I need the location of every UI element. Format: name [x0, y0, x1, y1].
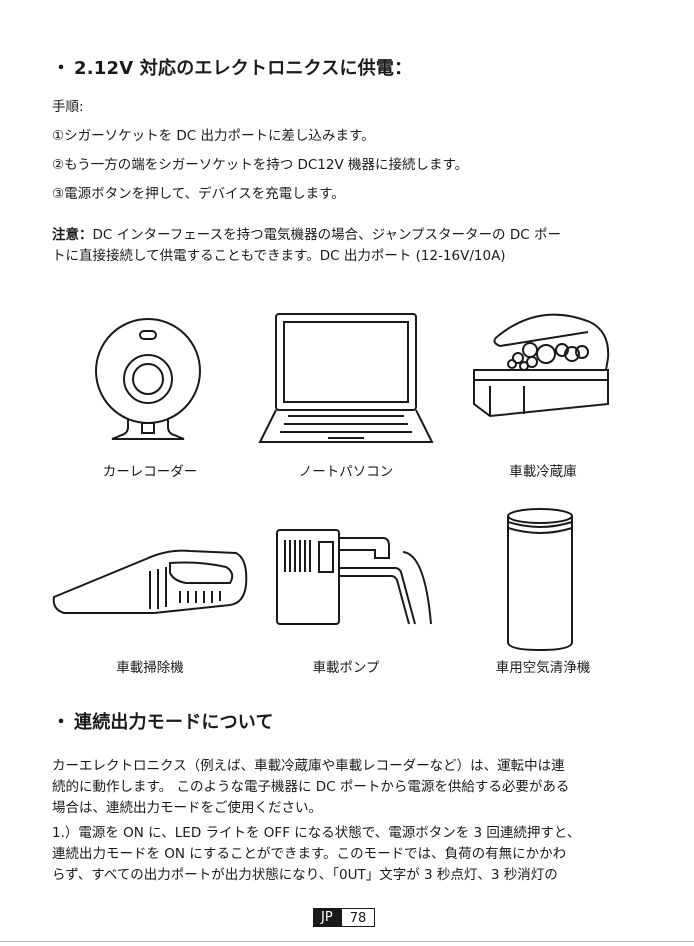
dashcam-icon: [92, 315, 204, 445]
paragraph-line: 1.）電源を ON に、LED ライトを OFF になる状態で、電源ボタンを 3…: [52, 825, 581, 841]
paragraph-line: 場合は、連続出力モードをご使用ください。: [52, 800, 322, 816]
heading-bullet: ・: [52, 58, 71, 79]
car-fridge-icon: [470, 310, 615, 440]
note-line-2: トに直接接続して供電することもできます。DC 出力ポート (12-16V/10A…: [52, 248, 506, 264]
continuous-intro-paragraph: カーエレクトロニクス（例えば、車載冷蔵庫や車載レコーダーなど）は、運転中は連 続…: [52, 756, 644, 819]
caption-dashcam: カーレコーダー: [102, 464, 198, 480]
caption-air-purifier: 車用空気清浄機: [495, 660, 591, 676]
section-heading-12v: ・2.12V 対応のエレクトロニクスに供電：: [52, 54, 412, 80]
steps-label: 手順:: [52, 99, 84, 115]
air-purifier-icon: [504, 506, 576, 652]
step-3: ③電源ボタンを押して、デバイスを充電します。: [52, 186, 345, 202]
paragraph-line: らず、すべての出力ポートが出力状態になり、「0UT」文字が 3 秒点灯、3 秒消…: [52, 867, 558, 883]
note-text-1: DC インターフェースを持つ電気機器の場合、ジャンプスターターの DC ポー: [92, 227, 561, 243]
note-label: 注意：: [52, 227, 93, 243]
paragraph-line: 続的に動作します。 このような電子機器に DC ポートから電源を供給する必要があ…: [52, 779, 570, 795]
heading-bullet: ・: [52, 712, 71, 733]
step-1: ①シガーソケットを DC 出力ポートに差し込みます。: [52, 128, 375, 144]
laptop-icon: [258, 312, 434, 448]
paragraph-line: 連続出力モードを ON にすることができます。このモードでは、負荷の有無にかかわ: [52, 846, 567, 862]
caption-car-fridge: 車載冷蔵庫: [509, 464, 577, 480]
language-badge: JP: [313, 908, 341, 927]
step-2: ②もう一方の端をシガーソケットを持つ DC12V 機器に接続します。: [52, 157, 469, 173]
note-paragraph: 注意：DC インターフェースを持つ電気機器の場合、ジャンプスターターの DC ポ…: [52, 225, 644, 267]
continuous-mode-paragraph: 1.）電源を ON に、LED ライトを OFF になる状態で、電源ボタンを 3…: [52, 823, 644, 886]
note-line-1: 注意：DC インターフェースを持つ電気機器の場合、ジャンプスターターの DC ポ…: [52, 225, 644, 246]
caption-air-pump: 車載ポンプ: [312, 660, 380, 676]
handheld-vacuum-icon: [50, 545, 250, 621]
page-number: 78: [340, 908, 376, 927]
page-footer: JP 78: [313, 908, 376, 927]
section-heading-continuous: ・連続出力モードについて: [52, 708, 274, 734]
caption-laptop: ノートパソコン: [298, 464, 394, 480]
heading-text: 連続出力モードについて: [74, 712, 274, 733]
bottom-divider: [0, 941, 694, 942]
paragraph-line: カーエレクトロニクス（例えば、車載冷蔵庫や車載レコーダーなど）は、運転中は連: [52, 758, 565, 774]
caption-vacuum: 車載掃除機: [116, 660, 184, 676]
heading-text: 2.12V 対応のエレクトロニクスに供電：: [74, 58, 413, 79]
air-pump-icon: [275, 528, 435, 628]
